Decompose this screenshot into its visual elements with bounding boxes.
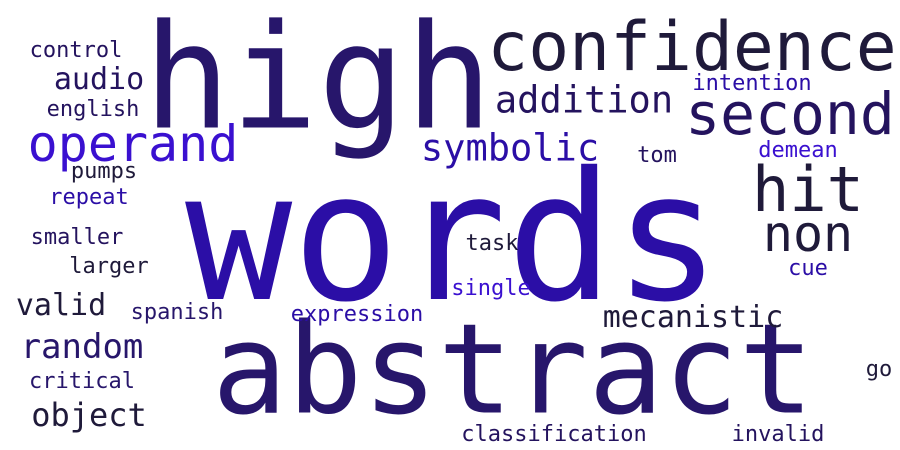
word-smaller: smaller <box>30 225 124 250</box>
word-abstract: abstract <box>211 297 815 443</box>
word-words: words <box>185 134 721 341</box>
word-demean: demean <box>758 138 838 163</box>
word-critical: critical <box>29 369 135 394</box>
word-repeat: repeat <box>49 185 129 210</box>
word-non: non <box>762 205 854 263</box>
word-mecanistic: mecanistic <box>602 300 784 335</box>
word-operand: operand <box>27 115 239 173</box>
word-confidence: confidence <box>487 8 897 87</box>
word-addition: addition <box>494 78 674 122</box>
word-object: object <box>31 396 147 434</box>
word-tom: tom <box>637 143 677 168</box>
word-control: control <box>29 38 123 63</box>
word-second: second <box>685 80 895 148</box>
word-single: single <box>451 276 531 301</box>
word-audio: audio <box>53 62 145 97</box>
word-classification: classification <box>461 422 647 447</box>
word-symbolic: symbolic <box>420 126 600 170</box>
word-hit: hit <box>752 153 864 226</box>
word-invalid: invalid <box>731 422 825 447</box>
word-high: high <box>143 0 493 163</box>
word-spanish: spanish <box>130 300 224 325</box>
word-go: go <box>865 357 893 382</box>
word-random: random <box>20 327 144 367</box>
word-expression: expression <box>290 302 424 327</box>
word-task: task <box>465 231 519 256</box>
word-intention: intention <box>692 71 812 96</box>
word-valid: valid <box>15 288 107 323</box>
word-cue: cue <box>788 256 828 281</box>
word-english: english <box>46 97 140 122</box>
word-pumps: pumps <box>70 159 138 184</box>
word-larger: larger <box>69 254 149 279</box>
